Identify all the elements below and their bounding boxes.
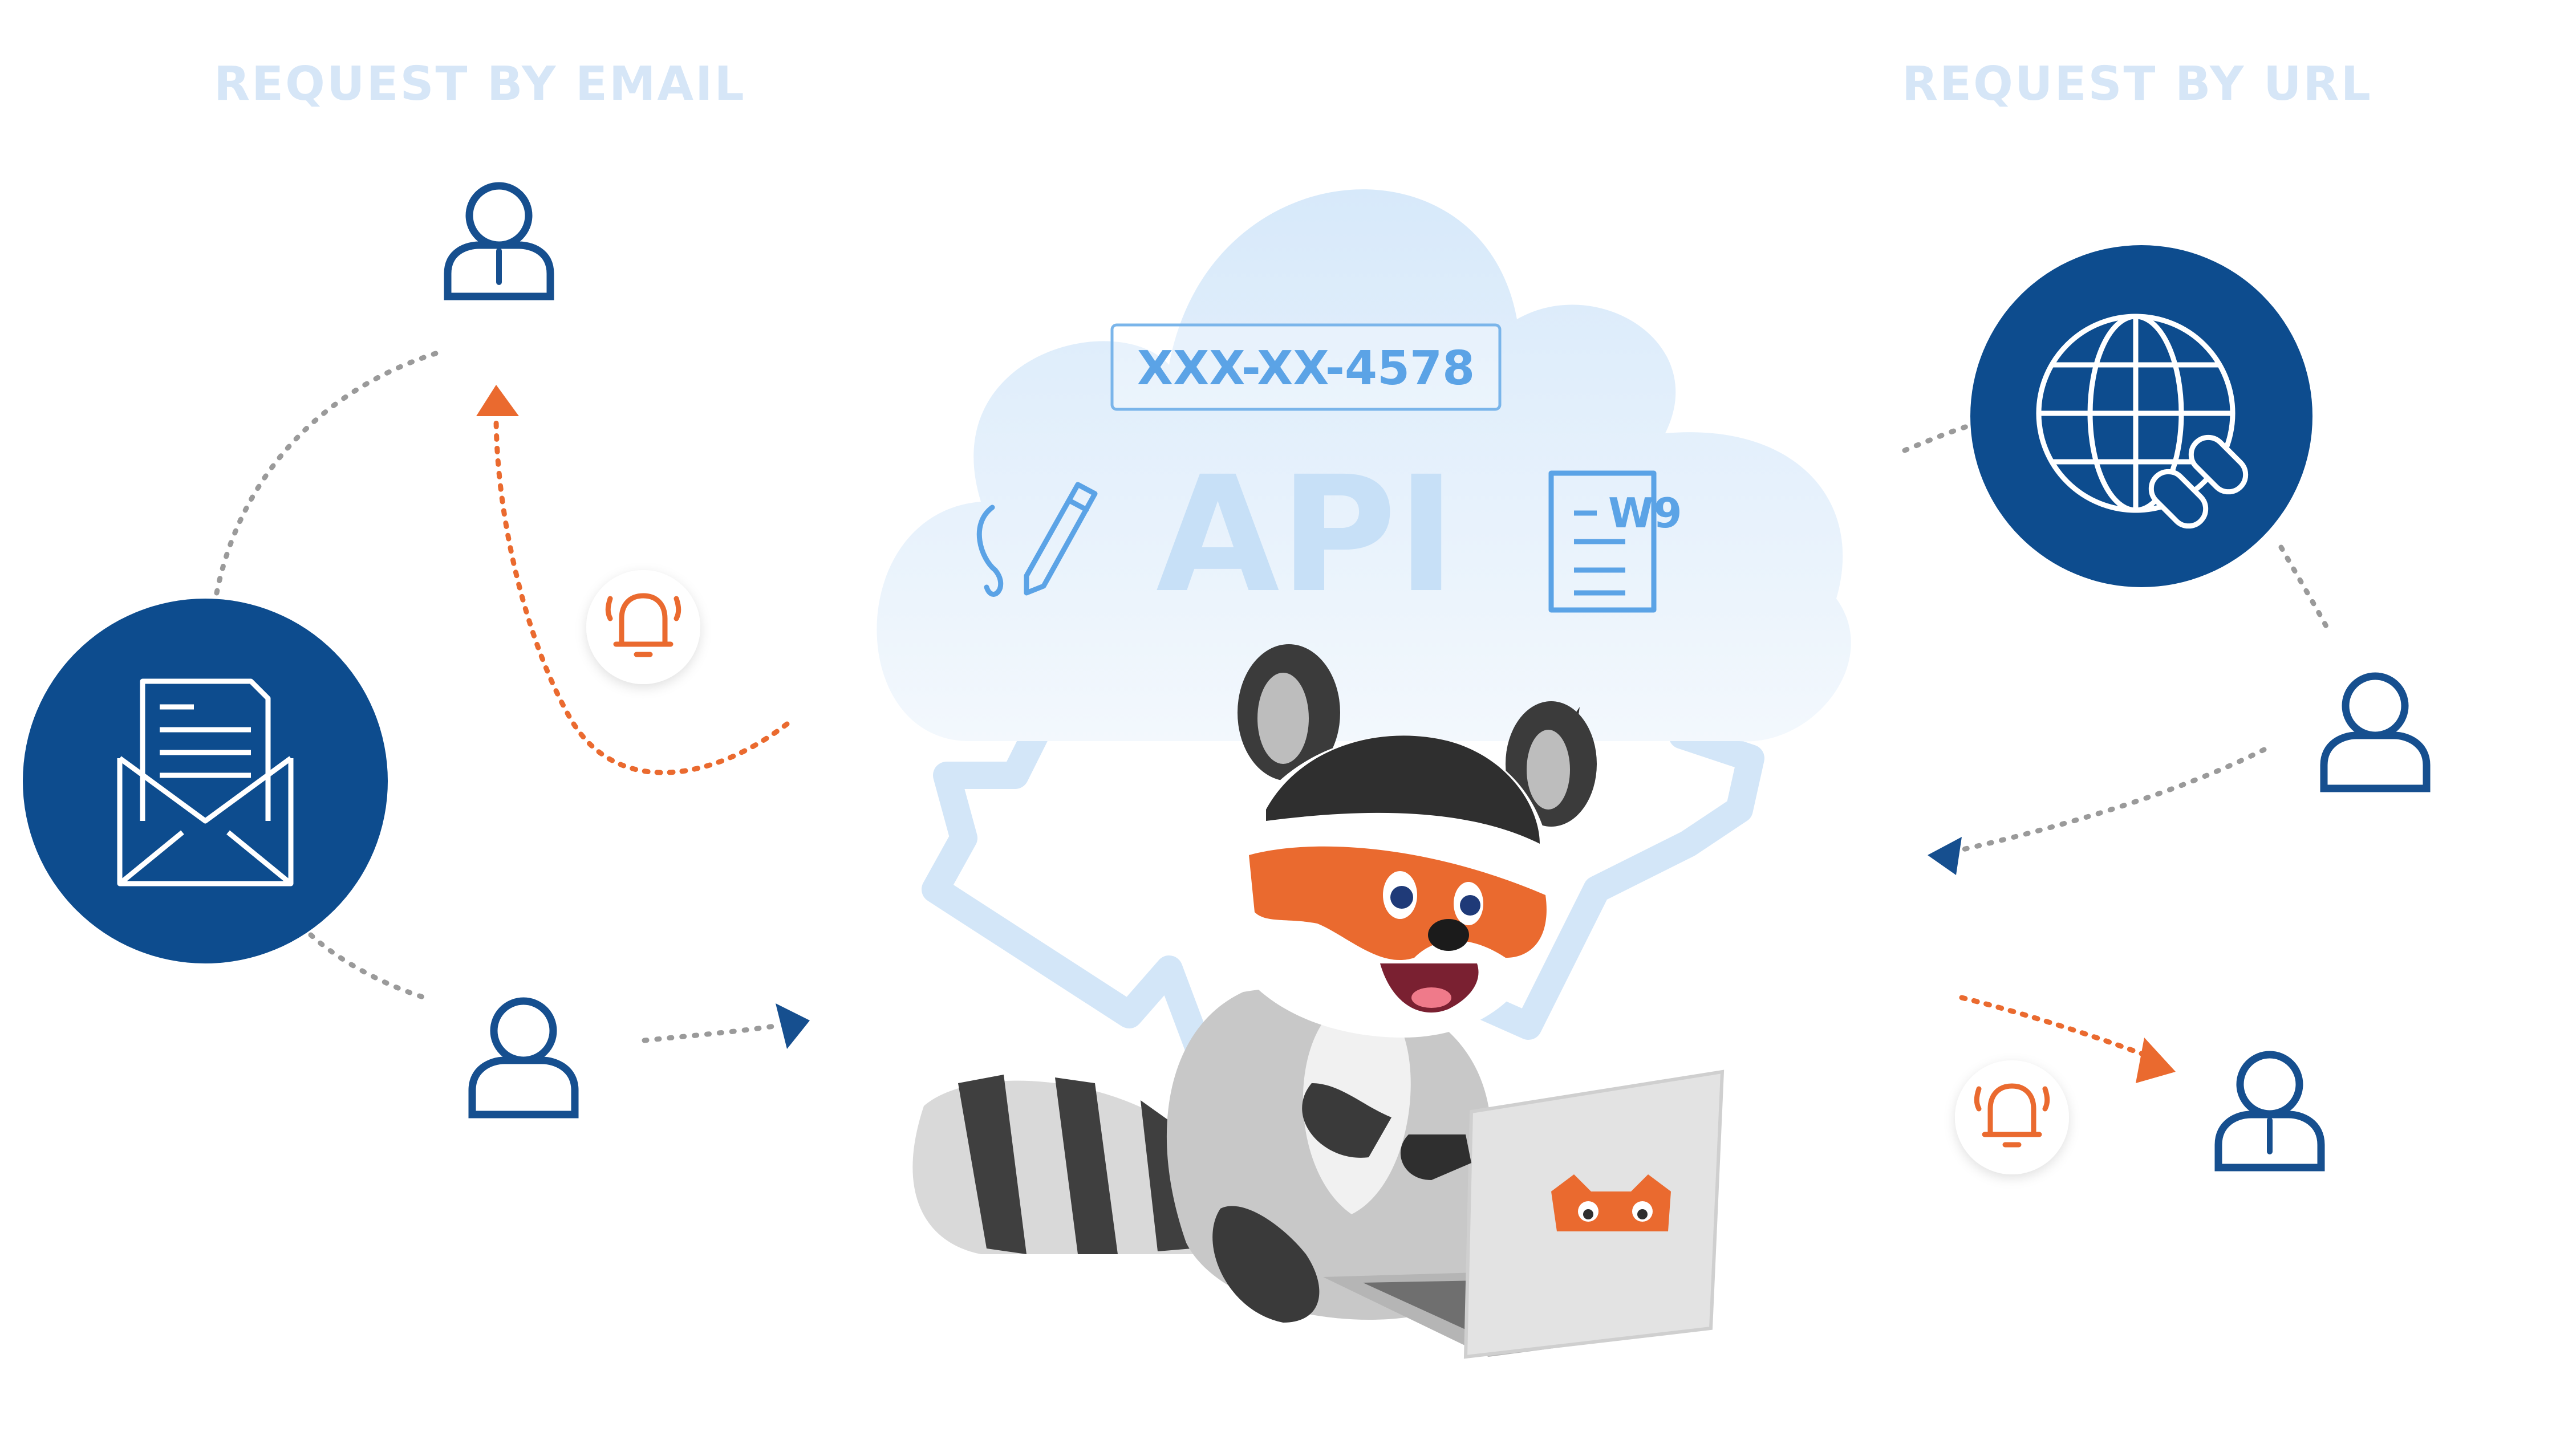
bell-icon [605, 593, 681, 657]
pen-signature-icon [976, 482, 1098, 597]
url-circle [1970, 245, 2312, 587]
envelope-document-icon [117, 678, 294, 886]
request-by-url-label: REQUEST BY URL [1902, 57, 2372, 111]
raccoon-mascot [912, 644, 1725, 1359]
globe-link-icon [2036, 314, 2249, 529]
email-circle [23, 599, 388, 963]
arrow-head [1928, 837, 1962, 875]
person-icon [2320, 672, 2431, 792]
cloud-shape [877, 189, 1851, 742]
api-text: API [1156, 442, 1456, 628]
w9-label: W9 [1608, 489, 1682, 537]
logo-mask-icon [1551, 1174, 1671, 1231]
arrow-head [776, 1003, 810, 1049]
person-tie-icon [2214, 1051, 2325, 1172]
person-icon [468, 997, 579, 1119]
person-tie-icon [444, 182, 554, 300]
orange-dotted-connectors [493, 413, 2147, 1058]
raccoon-tail [912, 1075, 1198, 1254]
ssn-text: XXX-XX-4578 [1137, 341, 1475, 396]
w9-document-icon: W9 [1548, 470, 1682, 613]
raccoon-head [1220, 644, 1597, 1038]
bell-badge [1955, 1060, 2069, 1174]
bell-badge [586, 570, 700, 684]
arrow-head [2136, 1038, 2176, 1083]
request-by-email-label: REQUEST BY EMAIL [214, 57, 746, 111]
laptop [1323, 1069, 1725, 1359]
arrow-head [476, 385, 519, 416]
ssn-box: XXX-XX-4578 [1110, 323, 1502, 411]
gray-dotted-connectors [214, 348, 2332, 1043]
bell-icon [1974, 1083, 2050, 1148]
